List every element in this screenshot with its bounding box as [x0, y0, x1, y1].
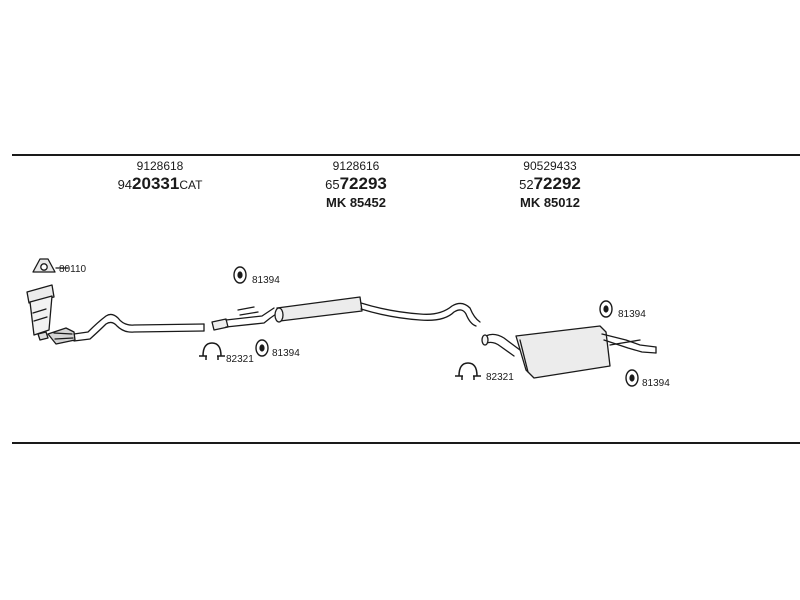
part-ref-number: 9128618: [136, 159, 184, 173]
part-prefix: 94: [117, 177, 133, 193]
clamp-icon: [455, 362, 481, 380]
callout-clamp-rear: 82321: [486, 372, 514, 383]
top-divider: [12, 154, 800, 156]
part-suffix: CAT: [179, 178, 203, 193]
part-ref-number: 9128616: [332, 159, 380, 173]
callout-ring-mid-top: 81394: [252, 275, 280, 286]
bottom-divider: [12, 442, 800, 444]
part-number: 72292: [533, 174, 581, 194]
rubber-ring-icon: [599, 300, 613, 318]
part-number: 20331: [132, 174, 180, 194]
callout-ring-rear-top: 81394: [618, 309, 646, 320]
part-ref-number: 90529433: [523, 159, 577, 173]
front-pipe-catalyst: [26, 284, 205, 345]
part-label-middle-silencer: 9128616 6572293 MK 85452: [276, 159, 436, 210]
part-prefix: 52: [519, 177, 534, 193]
callout-clamp-mid: 82321: [226, 354, 254, 365]
rubber-ring-icon: [233, 266, 247, 284]
rubber-ring-icon: [625, 369, 639, 387]
rubber-ring-icon: [255, 339, 269, 357]
part-prefix: 65: [325, 177, 340, 193]
gasket-icon: [32, 258, 69, 273]
part-mk-code: MK 85452: [326, 194, 386, 210]
callout-ring-rear-bottom: 81394: [642, 378, 670, 389]
part-label-front-pipe: 9128618 9420331CAT: [80, 159, 240, 194]
part-label-rear-silencer: 90529433 5272292 MK 85012: [470, 159, 630, 210]
callout-ring-mid-bottom: 81394: [272, 348, 300, 359]
rear-silencer: [481, 325, 657, 379]
part-number: 72293: [339, 174, 387, 194]
part-mk-code: MK 85012: [520, 194, 580, 210]
middle-silencer: [211, 296, 481, 331]
clamp-icon: [199, 342, 225, 360]
callout-gasket-front: 80110: [59, 264, 87, 275]
